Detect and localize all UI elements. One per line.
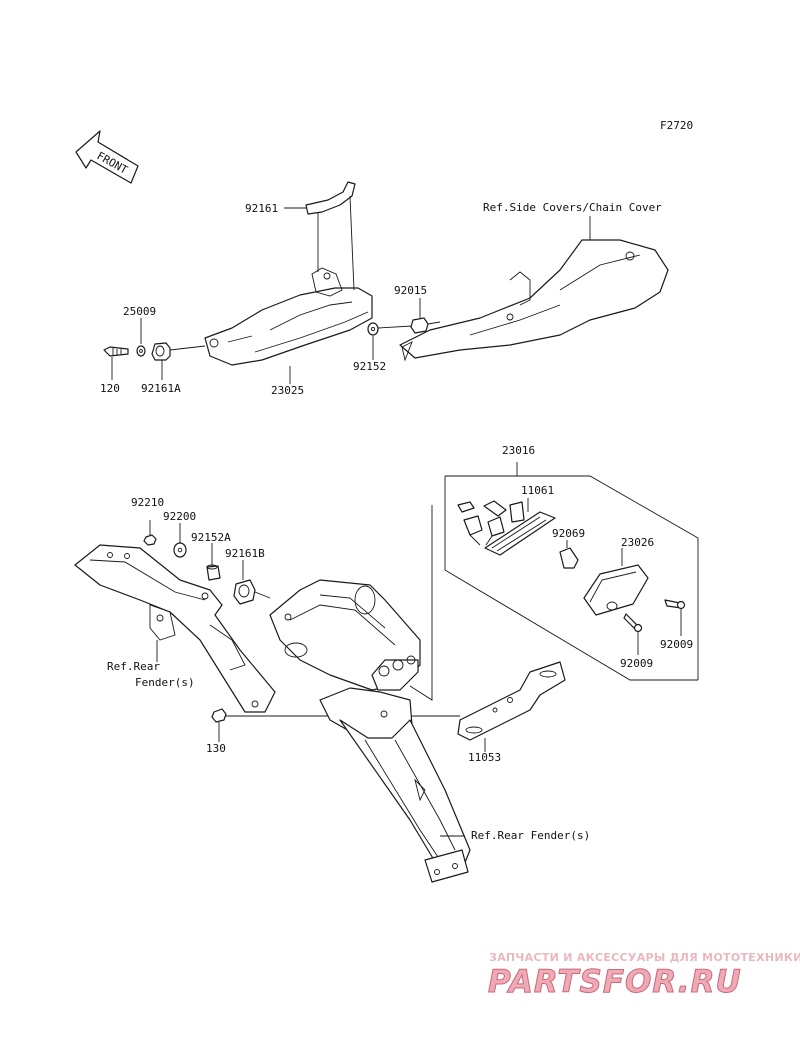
label-92015: 92015 bbox=[394, 284, 427, 297]
label-11061: 11061 bbox=[521, 484, 554, 497]
watermark-logo: PARTSFOR.RU bbox=[488, 964, 742, 1000]
part-11053-plate-bracket bbox=[457, 661, 566, 741]
label-92069: 92069 bbox=[552, 527, 585, 540]
part-25009-washer bbox=[136, 345, 146, 357]
part-23025-tail-cover-left bbox=[204, 267, 373, 366]
label-92161: 92161 bbox=[245, 202, 278, 215]
part-92152-collar bbox=[367, 322, 379, 336]
part-92161B-damper bbox=[233, 579, 256, 605]
part-92015-nut bbox=[410, 317, 429, 334]
label-23016: 23016 bbox=[502, 444, 535, 457]
label-23026: 23026 bbox=[621, 536, 654, 549]
figure-code: F2720 bbox=[660, 119, 693, 132]
assembly-23016-box bbox=[409, 462, 699, 701]
label-23025: 23025 bbox=[271, 384, 304, 397]
part-130-bolt bbox=[211, 708, 227, 723]
label-92152A: 92152A bbox=[191, 531, 231, 544]
label-120: 120 bbox=[100, 382, 120, 395]
label-ref-rear-fender-bottom: Ref.Rear Fender(s) bbox=[471, 829, 590, 842]
label-ref-rear-fender-left-line2: Fender(s) bbox=[135, 676, 195, 689]
label-25009: 25009 bbox=[123, 305, 156, 318]
label-130: 130 bbox=[206, 742, 226, 755]
part-92200-washer bbox=[173, 542, 187, 558]
label-11053: 11053 bbox=[468, 751, 501, 764]
part-92161A-damper bbox=[151, 342, 171, 361]
part-92161-bracket bbox=[305, 181, 356, 215]
part-11061-holder bbox=[484, 498, 556, 556]
part-120-bolt bbox=[103, 346, 129, 357]
part-92009-screw-upper bbox=[664, 599, 686, 610]
ref-side-cover-shape bbox=[399, 239, 669, 362]
part-92210-nut bbox=[143, 534, 157, 546]
label-92161A: 92161A bbox=[141, 382, 181, 395]
front-arrow-icon: FRONT bbox=[75, 130, 139, 184]
label-ref-rear-fender-left-line1: Ref.Rear bbox=[107, 660, 160, 673]
label-92009-lower: 92009 bbox=[620, 657, 653, 670]
part-92009-screw-lower bbox=[623, 613, 643, 633]
label-92161B: 92161B bbox=[225, 547, 265, 560]
label-ref-side-covers: Ref.Side Covers/Chain Cover bbox=[483, 201, 662, 214]
part-socket-bolts bbox=[457, 500, 525, 546]
watermark-tagline: ЗАПЧАСТИ И АКСЕССУАРЫ ДЛЯ МОТОТЕХНИКИ bbox=[489, 951, 800, 964]
part-92152A-collar bbox=[206, 564, 221, 581]
ref-rear-fender-license-bracket bbox=[269, 579, 471, 883]
part-23026-lamp bbox=[583, 548, 649, 616]
ref-rear-fender-left-bracket bbox=[74, 544, 276, 713]
label-92210: 92210 bbox=[131, 496, 164, 509]
label-92200: 92200 bbox=[163, 510, 196, 523]
label-92009-upper: 92009 bbox=[660, 638, 693, 651]
label-92152: 92152 bbox=[353, 360, 386, 373]
part-92069-bulb bbox=[559, 540, 579, 569]
